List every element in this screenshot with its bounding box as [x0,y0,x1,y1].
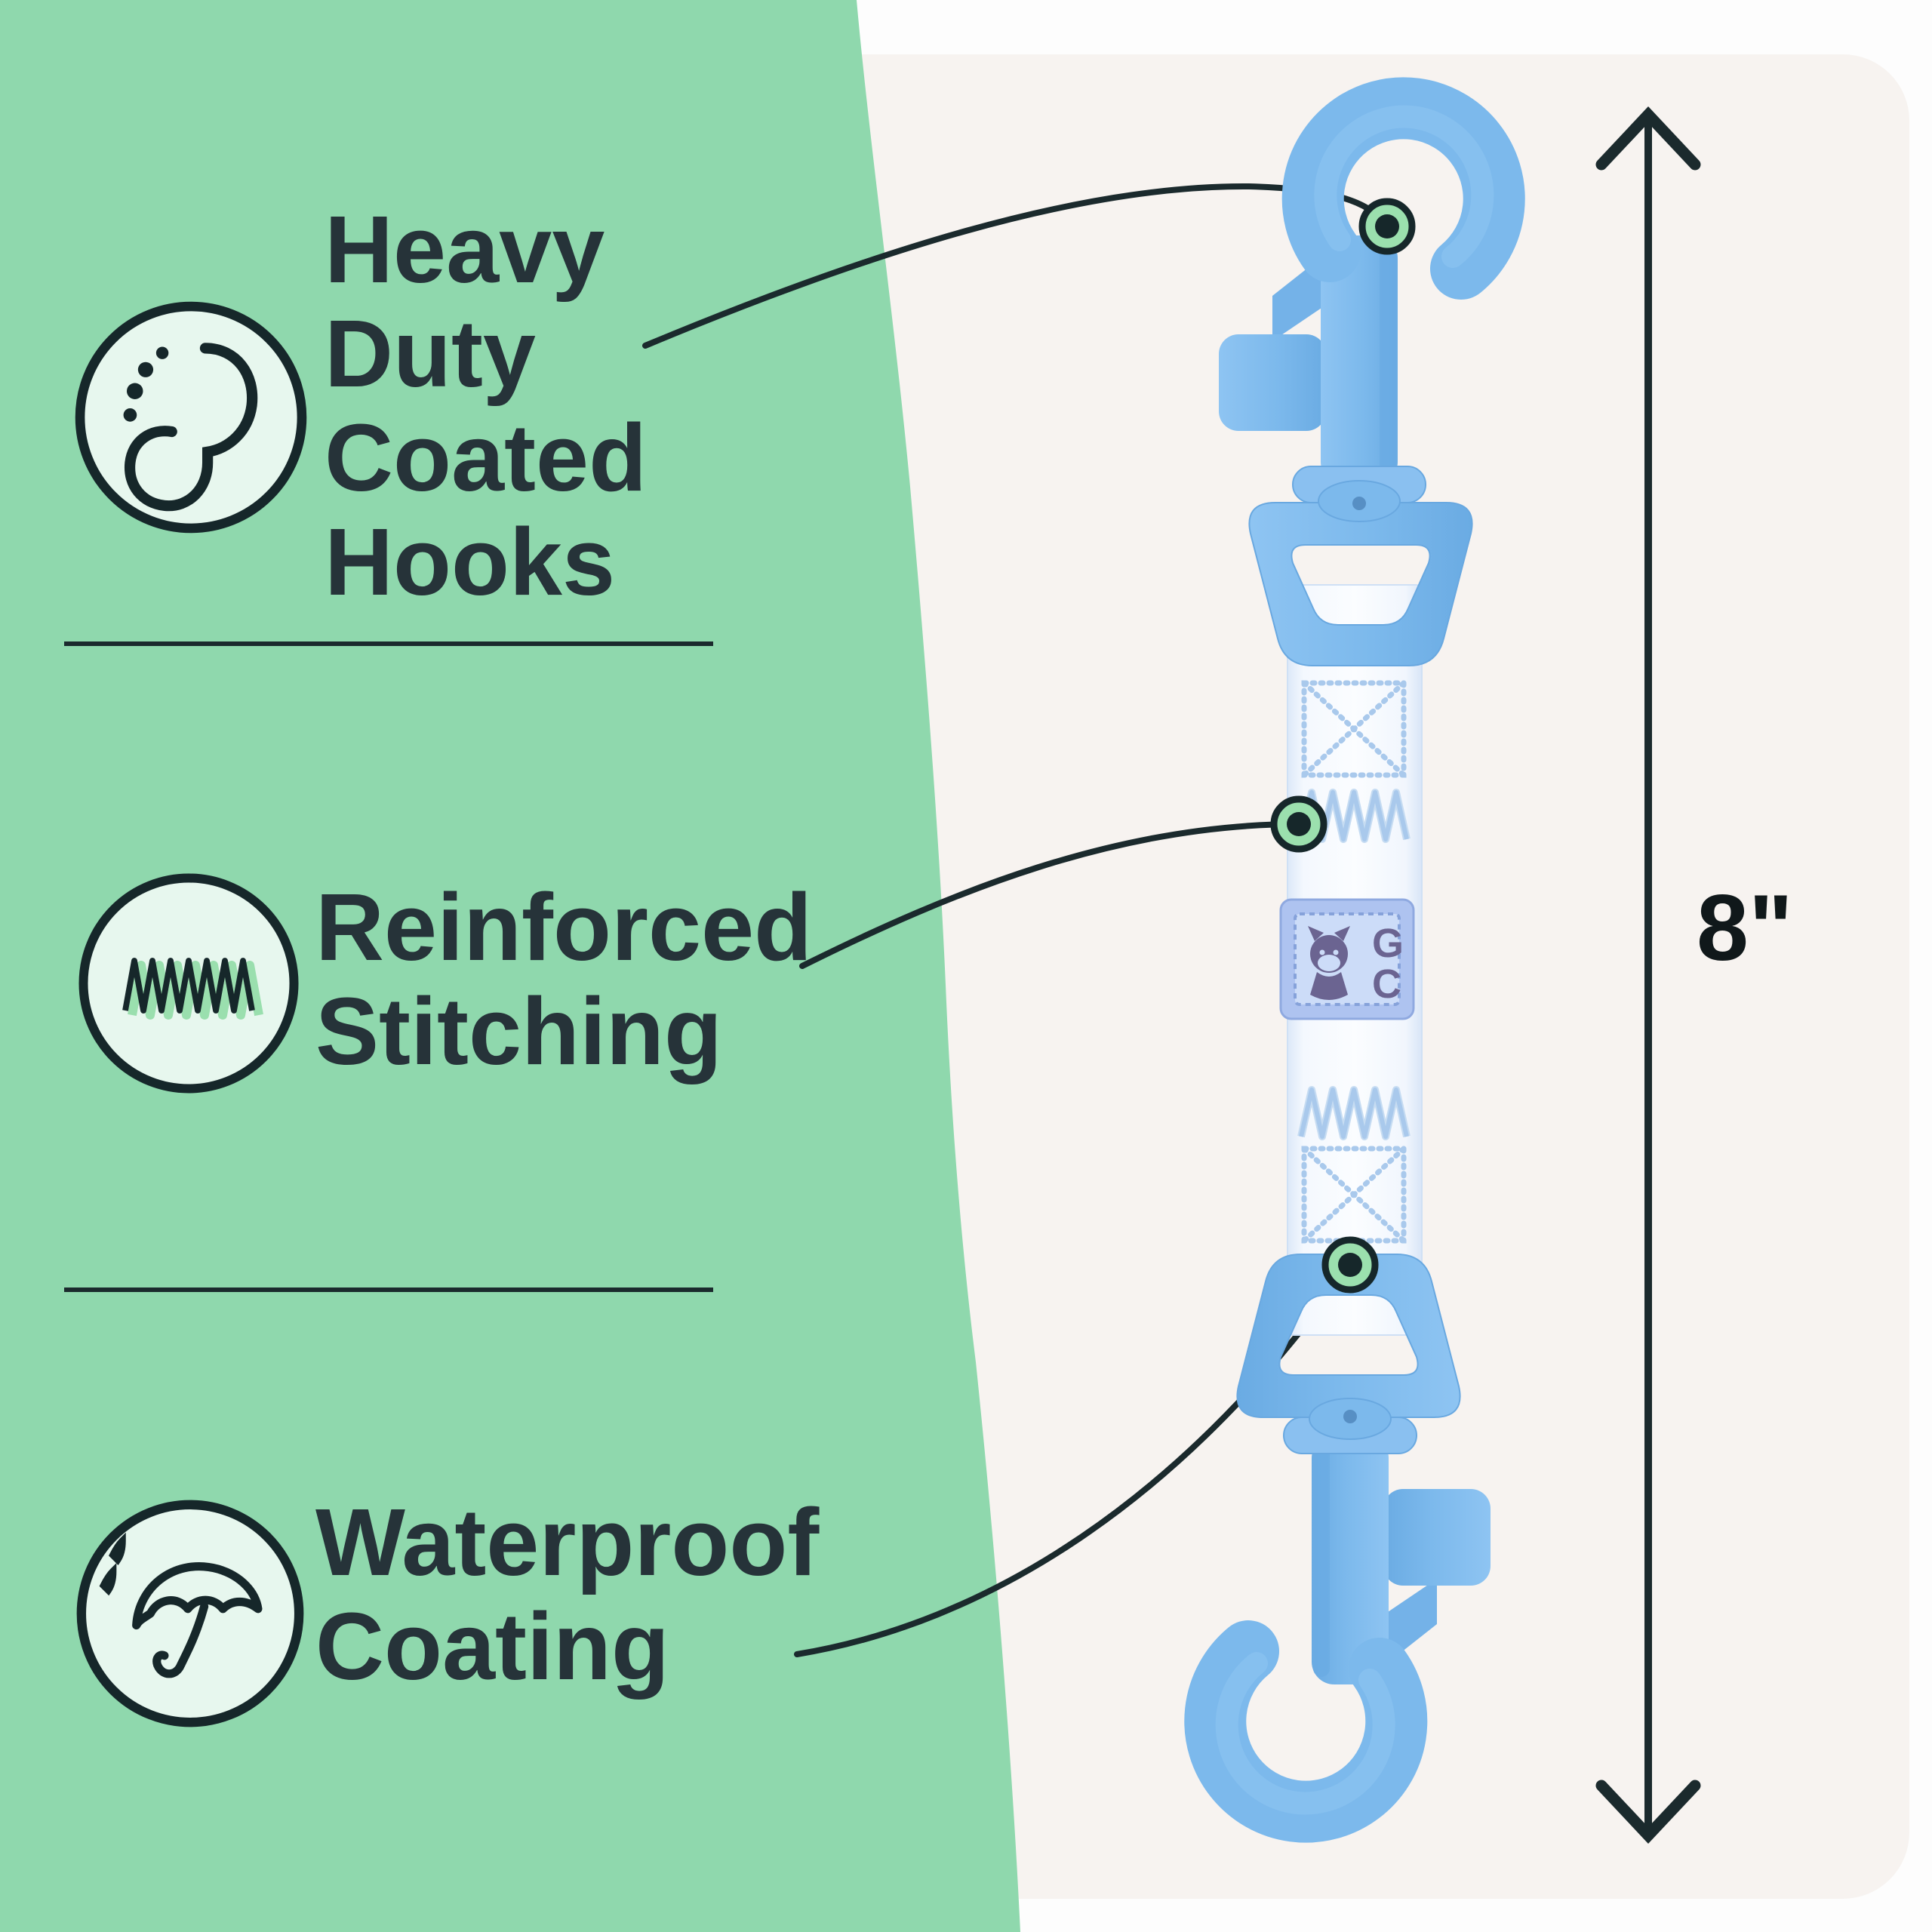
stitch-box-top [1301,680,1407,778]
rain-drop-strokes [99,1532,126,1596]
marker-hooks [1358,198,1416,255]
feature-label-hooks: Heavy Duty Coated Hooks [325,196,648,615]
stitch-zigzag-icon [78,873,299,1094]
patch-letter-g: G [1372,921,1404,966]
measurement-arrow [1595,106,1701,1844]
callout-line-hooks [642,183,1390,349]
callout-markers [1270,198,1416,1294]
product-photo: G C [1215,108,1494,1811]
mascot-glyph [1308,926,1350,1000]
umbrella-rain-icon [76,1500,304,1727]
marker-stitching [1270,795,1327,853]
feature-label-stitching: Reinforced Stitching [315,874,813,1084]
brand-patch: G C [1279,898,1415,1020]
callout-line-stitching [799,821,1302,969]
stitch-zigzag-bottom [1299,1088,1409,1139]
hook-sparkle-dots [123,346,169,422]
snap-hook-icon [75,301,307,534]
patch-letter-c: C [1372,961,1401,1007]
arrowhead-down-icon [1595,1780,1701,1844]
strap: G C [1279,584,1423,1336]
feature-label-coating: Waterproof Coating [315,1489,820,1700]
measurement-label: 8" [1697,876,1793,980]
marker-coating [1321,1236,1379,1294]
arrowhead-up-icon [1595,106,1701,171]
